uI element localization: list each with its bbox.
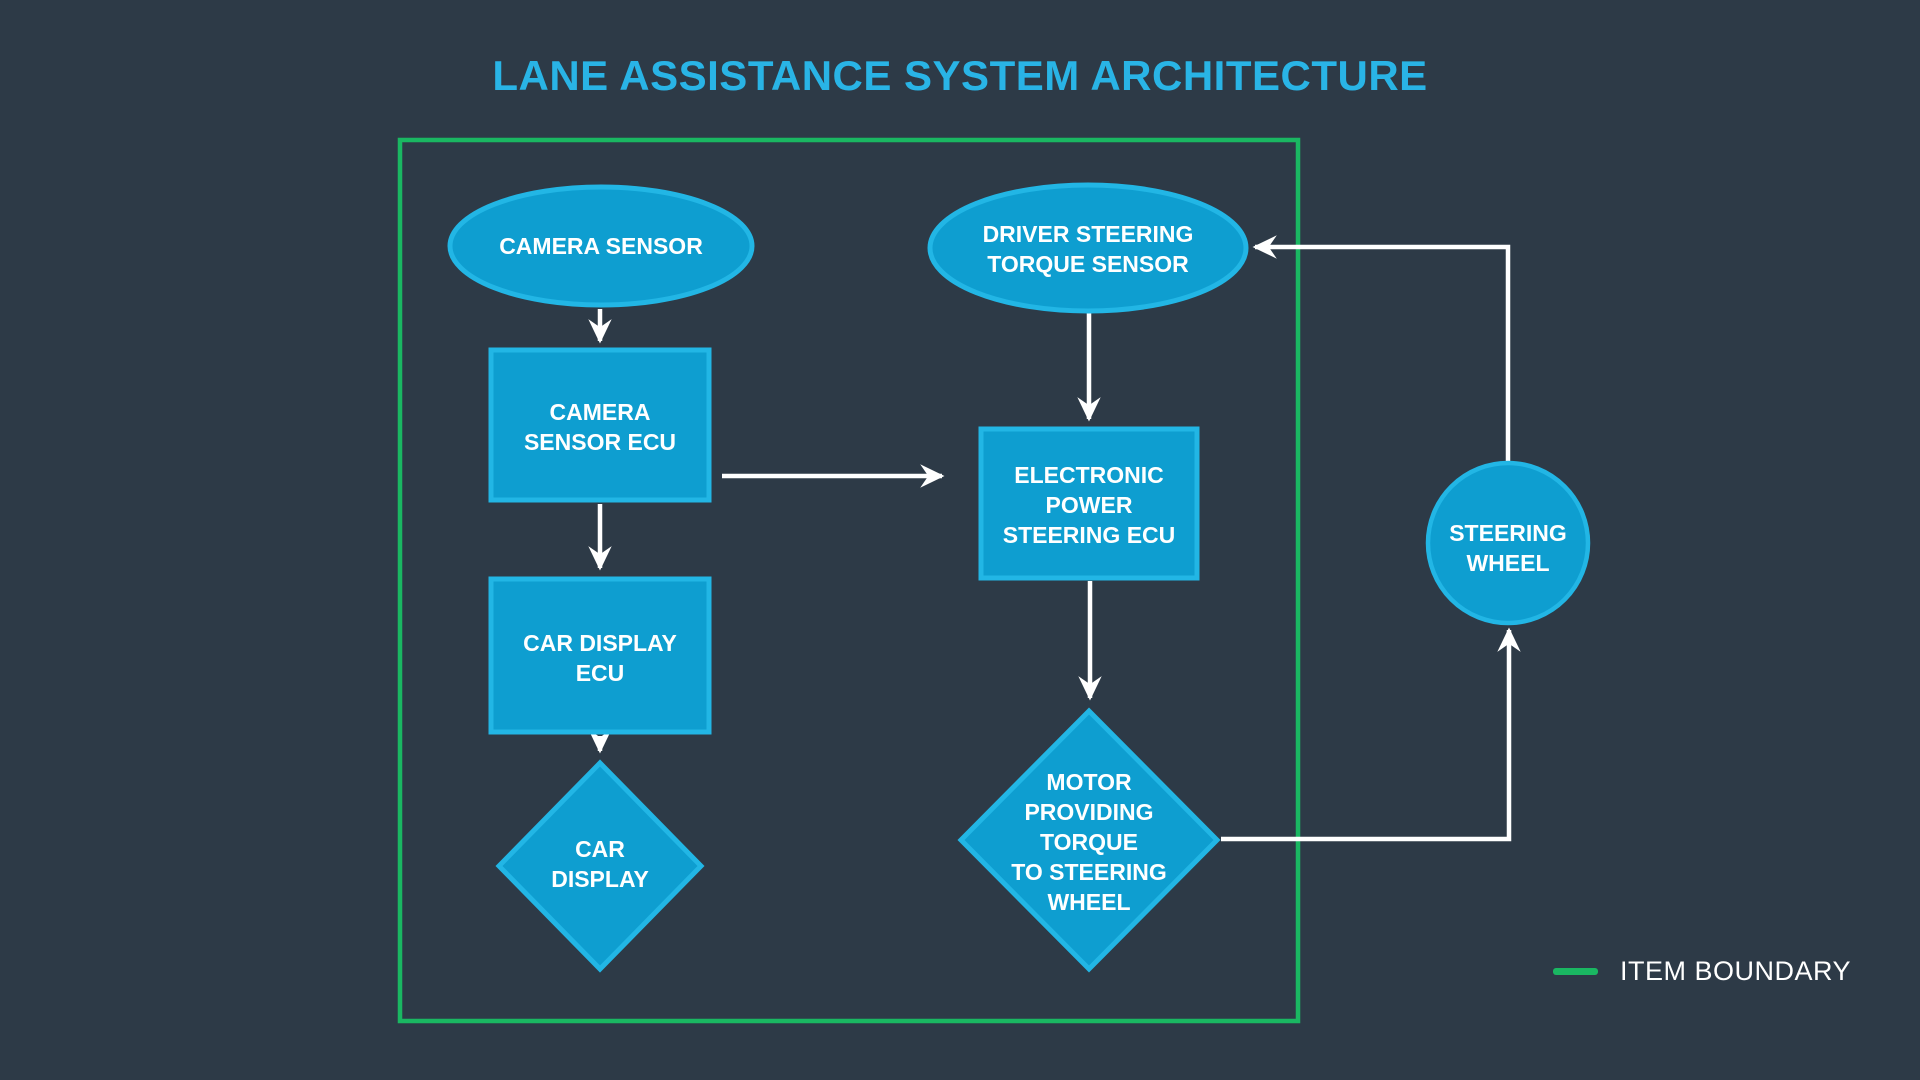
edge-steering-wheel-to-torque-sensor	[1252, 235, 1511, 461]
edge-motor-to-steering-wheel	[1221, 627, 1521, 842]
camera-sensor-shape	[447, 184, 755, 308]
page-title: LANE ASSISTANCE SYSTEM ARCHITECTURE	[492, 52, 1428, 99]
camera-sensor-ecu-shape	[488, 347, 712, 503]
motor-providing-torque-shape	[957, 707, 1221, 973]
legend: ITEM BOUNDARY	[1553, 956, 1851, 987]
item-boundary-swatch	[1553, 968, 1598, 975]
item-boundary-box	[397, 137, 1301, 1024]
legend-label: ITEM BOUNDARY	[1620, 956, 1852, 986]
electronic-power-steering-ecu-shape	[978, 426, 1200, 581]
car-display-shape	[495, 759, 705, 973]
steering-wheel-shape	[1425, 460, 1591, 626]
car-display-ecu-shape	[488, 576, 712, 735]
driver-steering-torque-sensor-shape	[927, 182, 1249, 314]
